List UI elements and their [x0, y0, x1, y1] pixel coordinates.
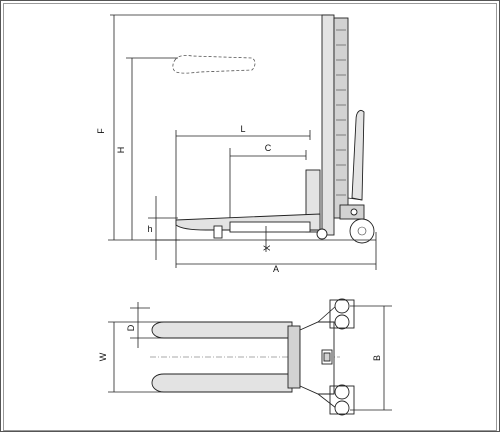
mast-ribs — [336, 29, 346, 196]
top-wheel-lower — [317, 384, 355, 416]
label-x: X — [262, 245, 272, 251]
fork-support — [229, 221, 311, 233]
rear-wheel-assembly — [339, 204, 375, 244]
dimension-h: H — [116, 57, 178, 240]
diagram-inner-border — [3, 3, 497, 431]
tiller-handle — [351, 109, 365, 201]
load-roller — [213, 225, 223, 239]
label-a: A — [273, 264, 279, 274]
rear-wheel — [349, 218, 375, 244]
dimension-x: X — [262, 226, 272, 252]
mast-rear — [333, 17, 349, 219]
load-outline: L — [175, 124, 311, 268]
label-l: L — [240, 124, 245, 134]
top-fork-lower — [151, 373, 293, 393]
dimension-f: F — [96, 14, 330, 241]
top-wheel-upper — [317, 298, 355, 330]
dimension-a: A — [176, 232, 377, 274]
raised-fork-outline — [172, 55, 256, 74]
mast-front — [321, 14, 335, 236]
label-w: W — [98, 352, 108, 361]
top-carriage — [287, 325, 301, 389]
label-d: D — [126, 324, 136, 331]
label-c: C — [265, 143, 272, 153]
side-view: F H L C — [96, 14, 377, 274]
label-b: B — [372, 355, 382, 361]
label-h: H — [116, 147, 126, 154]
dimension-b: B — [350, 305, 392, 411]
label-f: F — [96, 128, 106, 134]
top-view: W D — [98, 298, 392, 416]
front-caster — [316, 228, 328, 240]
dimension-h-small: h — [147, 196, 178, 260]
label-h-small: h — [147, 224, 152, 234]
top-fork-upper — [151, 321, 293, 339]
